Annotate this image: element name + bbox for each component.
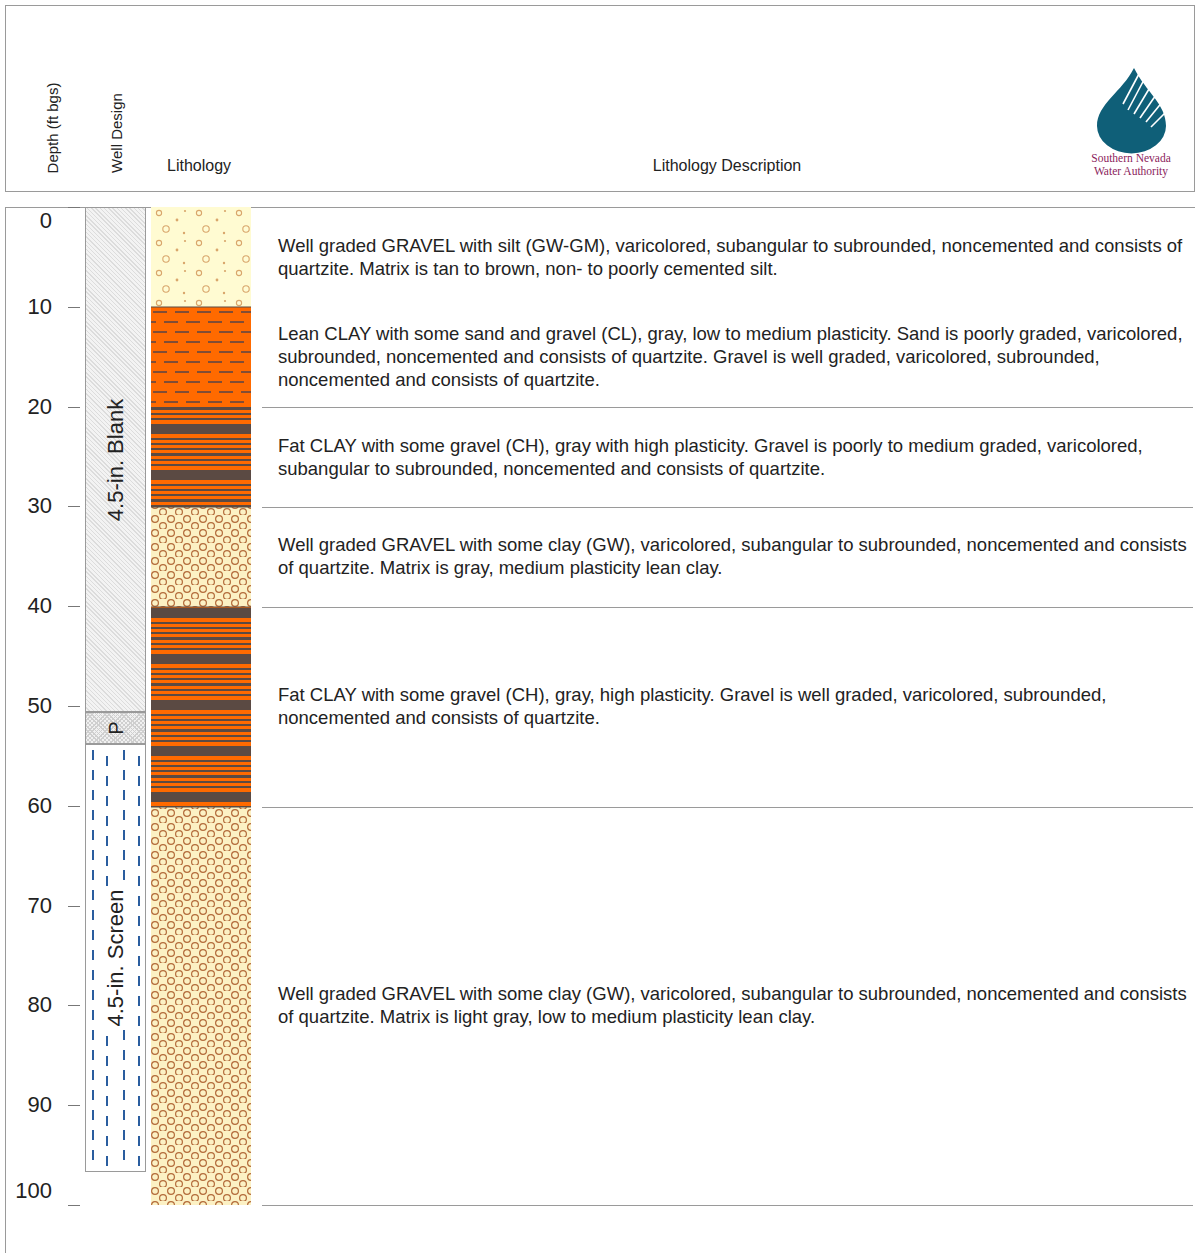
row-separators xyxy=(262,408,1193,1206)
well-screen: 4.5-in. Screen xyxy=(85,744,146,1172)
depth-label: 70 xyxy=(28,895,52,917)
casing-label: 4.5-in. Blank xyxy=(103,398,129,520)
lithology-description: Well graded GRAVEL with some clay (GW), … xyxy=(278,982,1190,1028)
logo-drop xyxy=(1097,68,1166,153)
depth-label: 90 xyxy=(28,1094,52,1116)
header-frame xyxy=(6,6,1195,192)
screen-slots xyxy=(93,750,139,1166)
depth-label: 20 xyxy=(28,396,52,418)
casing-label: P xyxy=(106,721,126,734)
depth-label: 40 xyxy=(28,595,52,617)
lithology-description: Lean CLAY with some sand and gravel (CL)… xyxy=(278,322,1190,391)
column-header: Lithology xyxy=(167,158,231,174)
casing-label: 4.5-in. Screen xyxy=(103,888,129,1029)
lithology-description: Well graded GRAVEL with some clay (GW), … xyxy=(278,533,1190,579)
depth-label: 100 xyxy=(15,1180,52,1202)
depth-ticks xyxy=(68,208,80,1206)
lithology-description: Fat CLAY with some gravel (CH), gray wit… xyxy=(278,434,1190,480)
column-header: Well Design xyxy=(108,93,125,173)
depth-label: 10 xyxy=(28,296,52,318)
depth-label: 80 xyxy=(28,994,52,1016)
column-header: Depth (ft bgs) xyxy=(44,83,61,174)
column-header: Lithology Description xyxy=(653,158,802,174)
depth-label: 0 xyxy=(40,210,52,232)
body-left-line xyxy=(5,207,6,1253)
logo-text: Southern Nevada Water Authority xyxy=(1083,152,1179,178)
lithology-description: Fat CLAY with some gravel (CH), gray, hi… xyxy=(278,683,1190,729)
lithology-column xyxy=(151,207,251,1205)
depth-label: 60 xyxy=(28,795,52,817)
lithology-description: Well graded GRAVEL with silt (GW-GM), va… xyxy=(278,234,1190,280)
depth-label: 30 xyxy=(28,495,52,517)
blank-casing: 4.5-in. Blank xyxy=(85,207,146,712)
depth-label: 50 xyxy=(28,695,52,717)
packer: P xyxy=(85,712,146,744)
